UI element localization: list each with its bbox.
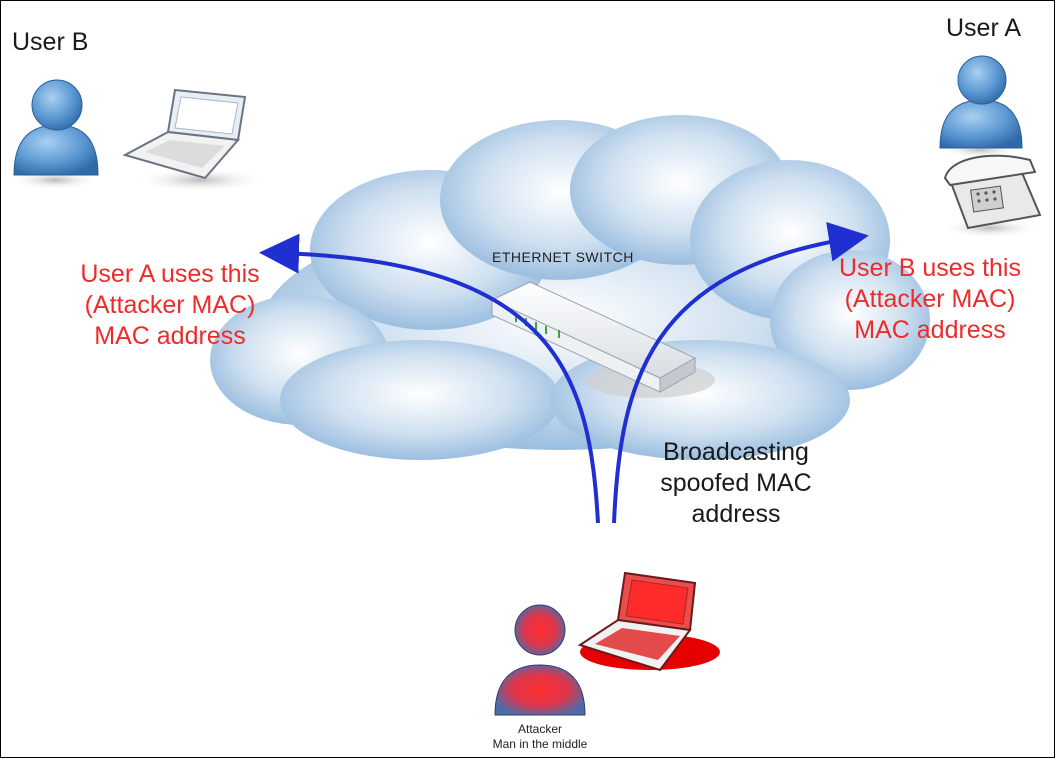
ethernet-switch-icon xyxy=(490,281,715,398)
attacker-person-icon xyxy=(494,604,586,716)
attacker-laptop-icon xyxy=(577,571,720,672)
left-mac-note-line2: (Attacker MAC) xyxy=(84,291,256,319)
ethernet-switch-label: ETHERNET SWITCH xyxy=(492,249,634,265)
left-mac-note-line1: User A uses this xyxy=(80,260,260,288)
arrow-to-user-a xyxy=(612,221,869,524)
left-mac-note-line3: MAC address xyxy=(94,322,246,350)
broadcast-note-line2: spoofed MAC xyxy=(660,469,812,497)
user-b-label: User B xyxy=(12,28,89,56)
user-b-laptop-icon xyxy=(122,88,265,192)
broadcast-note-line3: address xyxy=(691,500,781,528)
broadcast-note-line1: Broadcasting xyxy=(663,438,809,466)
user-b-person-icon xyxy=(10,79,100,190)
arrow-to-user-b xyxy=(259,233,600,524)
user-a-label: User A xyxy=(946,14,1022,42)
right-mac-note-line1: User B uses this xyxy=(838,254,1021,282)
attacker-caption-line1: Attacker xyxy=(517,722,562,736)
right-mac-note: User B uses this (Attacker MAC) MAC addr… xyxy=(800,253,1057,346)
right-mac-note-line2: (Attacker MAC) xyxy=(844,285,1016,313)
attacker-caption: Attacker Man in the middle xyxy=(460,722,620,752)
left-mac-note: User A uses this (Attacker MAC) MAC addr… xyxy=(30,259,310,352)
user-a-person-icon xyxy=(939,55,1023,158)
broadcast-note: Broadcasting spoofed MAC address xyxy=(636,437,836,530)
user-a-telephone-icon xyxy=(940,154,1042,238)
right-mac-note-line3: MAC address xyxy=(854,316,1006,344)
attacker-caption-line2: Man in the middle xyxy=(492,737,588,751)
